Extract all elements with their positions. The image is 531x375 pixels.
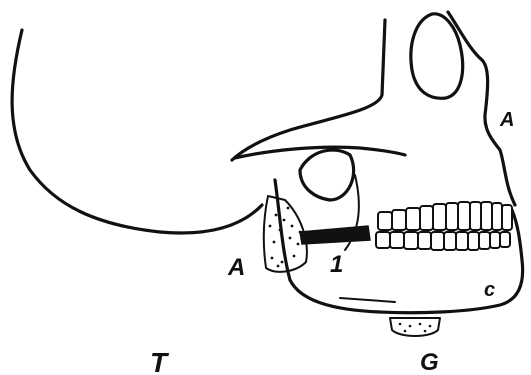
upper-teeth: [378, 202, 512, 230]
orbit: [411, 14, 463, 98]
label-c: c: [484, 279, 495, 301]
forehead-outline: [232, 20, 385, 160]
label-t: T: [150, 347, 170, 375]
label-a-upper: A: [499, 109, 514, 131]
label-one: 1: [330, 251, 343, 278]
label-g: G: [420, 349, 439, 375]
lower-teeth: [376, 232, 510, 250]
label-a-lower: A: [227, 254, 245, 281]
cranium-outline: [12, 30, 262, 233]
chin-support: [390, 318, 440, 336]
chin-support-stipple: [399, 323, 432, 333]
bite-block: [300, 226, 370, 244]
temporal-process: [300, 150, 354, 200]
mandible-inner-line: [340, 298, 395, 302]
